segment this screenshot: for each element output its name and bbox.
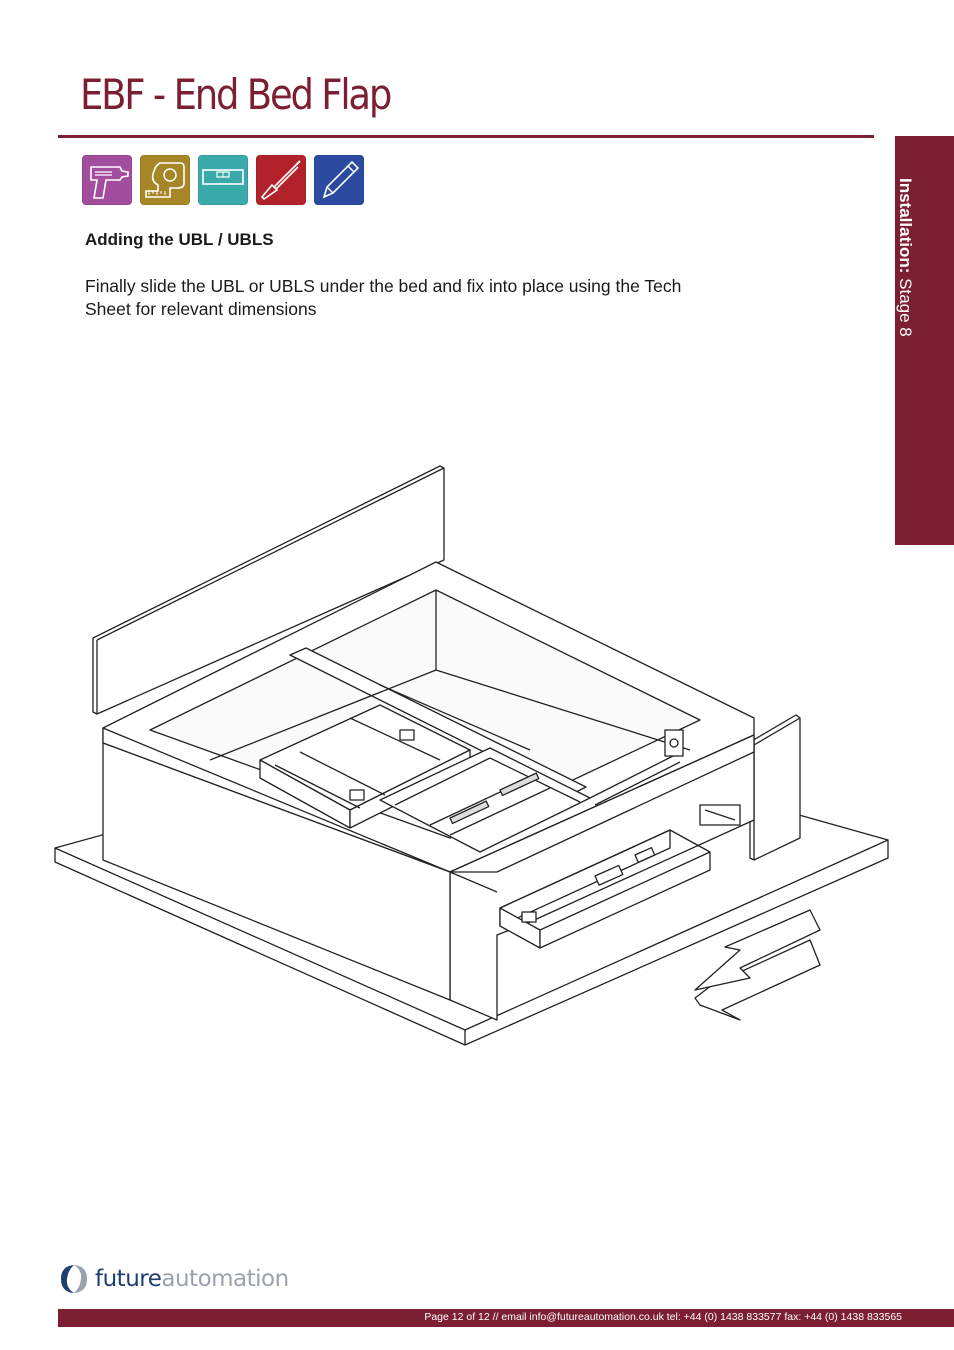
swirl-logo-icon bbox=[61, 1265, 87, 1293]
screwdriver-icon bbox=[256, 155, 306, 205]
footer-contact: Page 12 of 12 // email info@futureautoma… bbox=[424, 1311, 902, 1323]
page-title: EBF - End Bed Flap bbox=[80, 70, 392, 119]
tape-measure-icon bbox=[140, 155, 190, 205]
section-tab: Installation: Stage 8 bbox=[895, 136, 954, 545]
step-heading: Adding the UBL / UBLS bbox=[85, 230, 274, 249]
logo-word-automation: automation bbox=[161, 1266, 289, 1292]
spirit-level-icon bbox=[198, 155, 248, 205]
drill-icon bbox=[82, 155, 132, 205]
title-divider bbox=[58, 135, 874, 138]
section-tab-label: Installation: Stage 8 bbox=[895, 136, 933, 337]
section-tab-label-bold: Installation: bbox=[896, 178, 915, 274]
bed-base-with-ubl-drawing bbox=[54, 465, 889, 1046]
footer-bar: Page 12 of 12 // email info@futureautoma… bbox=[58, 1309, 954, 1327]
required-tools bbox=[82, 155, 364, 205]
logo-wordmark: futureautomation bbox=[95, 1266, 289, 1292]
logo-word-future: future bbox=[95, 1266, 162, 1292]
company-logo: futureautomation bbox=[58, 1262, 289, 1296]
step-instructions: Finally slide the UBL or UBLS under the … bbox=[85, 276, 682, 319]
section-tab-label-stage: Stage 8 bbox=[896, 273, 915, 337]
pencil-icon bbox=[314, 155, 364, 205]
